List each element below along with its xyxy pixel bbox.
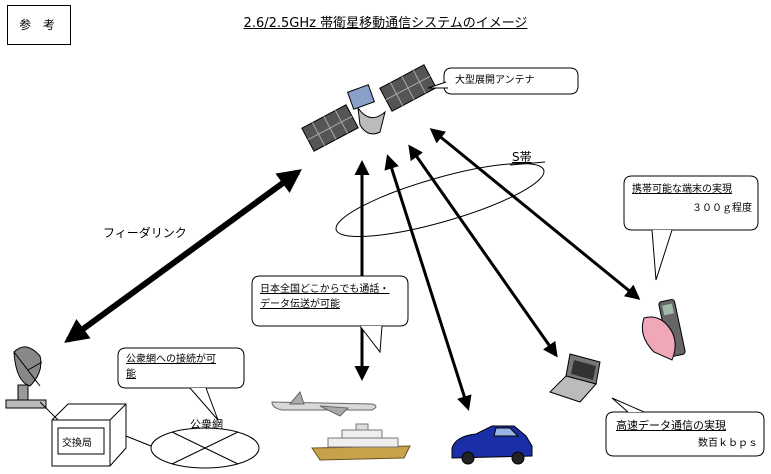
feeder-link-arrow <box>64 169 302 343</box>
handset-icon <box>641 299 686 361</box>
aircraft-icon <box>271 390 377 417</box>
nationwide-callout-text: 日本全国どこからでも通話・ データ伝送が可能 <box>260 282 389 312</box>
link-arrow-laptop <box>408 144 558 358</box>
handset-callout-line1: 携帯可能な端末の実現 <box>632 184 732 195</box>
reference-box: 参 考 <box>7 5 71 45</box>
ground-station-icon <box>5 346 47 409</box>
exchange-building-icon <box>39 401 127 467</box>
nationwide-callout-line2: データ伝送が可能 <box>260 299 340 310</box>
data-callout-line2: 数百ｋｂｐｓ <box>698 438 758 449</box>
exchange-label: 交換局 <box>62 438 92 449</box>
handset-callout-line2: ３００ｇ程度 <box>692 203 752 214</box>
link-arrow-handset <box>429 128 641 300</box>
page-title: 2.6/2.5GHz 帯衛星移動通信システムのイメージ <box>243 16 528 31</box>
s-band-label: S帯 <box>512 150 532 164</box>
car-icon <box>451 425 533 465</box>
public-net-callout-line2: 能 <box>126 369 136 380</box>
data-callout-line1: 高速データ通信の実現 <box>616 419 726 432</box>
public-net-callout-line1: 公衆網への接続が可 <box>126 354 216 365</box>
data-callout-bubble <box>605 397 765 457</box>
public-network-label: 公衆網 <box>190 418 223 431</box>
public-net-callout-bubble <box>117 347 245 421</box>
public-net-callout-text: 公衆網への接続が可 能 <box>126 352 216 382</box>
antenna-callout-text: 大型展開アンテナ <box>455 75 535 86</box>
ship-icon <box>311 423 411 461</box>
data-callout-text: 高速データ通信の実現 数百ｋｂｐｓ <box>616 418 758 451</box>
satellite-icon <box>301 64 437 152</box>
antenna-callout-bubble <box>427 67 579 95</box>
public-network-icon <box>125 427 260 469</box>
feeder-link-label: フィーダリンク <box>103 226 187 240</box>
laptop-icon <box>549 353 601 403</box>
handset-callout-text: 携帯可能な端末の実現 ３００ｇ程度 <box>632 182 752 216</box>
nationwide-callout-bubble <box>251 275 409 354</box>
handset-callout-bubble <box>623 175 759 281</box>
nationwide-callout-line1: 日本全国どこからでも通話・ <box>260 284 390 295</box>
